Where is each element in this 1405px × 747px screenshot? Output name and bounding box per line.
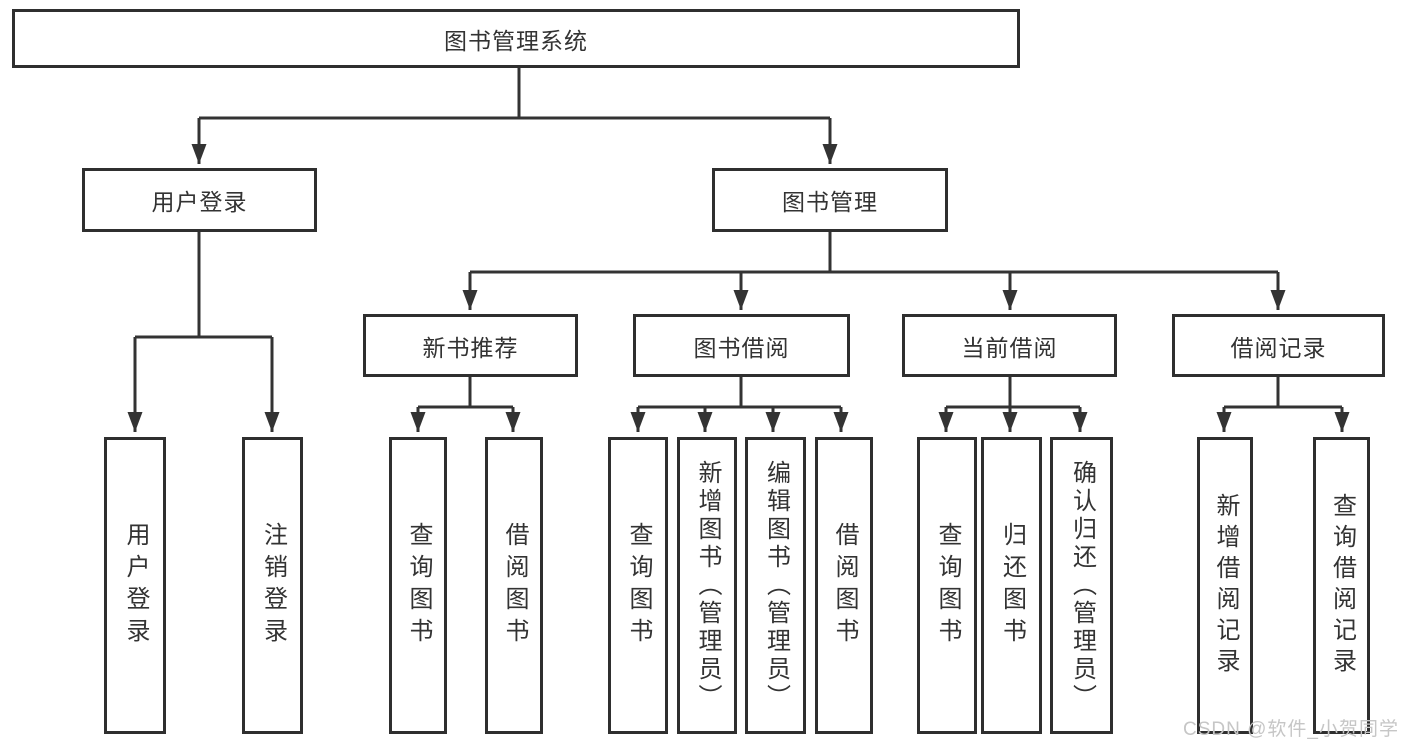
leaf-label: 查询图书 bbox=[405, 521, 432, 650]
leaf-return-books: 归还图书 bbox=[981, 437, 1042, 734]
leaf-user-login: 用户登录 bbox=[104, 437, 166, 734]
node-book-management: 图书管理 bbox=[712, 168, 948, 232]
leaf-label: 借阅图书 bbox=[501, 521, 528, 650]
leaf-query-books-newbook: 查询图书 bbox=[389, 437, 447, 734]
leaf-label: 查询图书 bbox=[934, 521, 961, 650]
node-label: 新书推荐 bbox=[422, 334, 519, 361]
leaf-label: 新增图书（管理员） bbox=[694, 459, 721, 712]
leaf-borrow-books-newbook: 借阅图书 bbox=[485, 437, 543, 734]
node-label: 图书借阅 bbox=[693, 334, 790, 361]
leaf-label: 查询图书 bbox=[625, 521, 652, 650]
node-label: 图书管理 bbox=[782, 189, 878, 215]
csdn-watermark: CSDN @软件_小贺同学 bbox=[1183, 719, 1399, 740]
node-label: 用户登录 bbox=[151, 189, 248, 215]
leaf-query-borrow-record: 查询借阅记录 bbox=[1313, 437, 1370, 734]
leaf-label: 用户登录 bbox=[122, 521, 149, 650]
leaf-label: 借阅图书 bbox=[831, 521, 858, 650]
node-root-library-system: 图书管理系统 bbox=[12, 9, 1020, 68]
node-borrowing-records: 借阅记录 bbox=[1172, 314, 1385, 377]
leaf-add-borrow-record: 新增借阅记录 bbox=[1197, 437, 1253, 734]
leaf-borrow-books: 借阅图书 bbox=[815, 437, 873, 734]
leaf-label: 查询借阅记录 bbox=[1328, 492, 1356, 679]
node-new-book-recommend: 新书推荐 bbox=[363, 314, 578, 377]
leaf-label: 编辑图书（管理员） bbox=[762, 459, 790, 712]
node-user-login: 用户登录 bbox=[82, 168, 317, 232]
node-label: 借阅记录 bbox=[1230, 334, 1327, 361]
leaf-logout: 注销登录 bbox=[242, 437, 303, 734]
leaf-label: 确认归还（管理员） bbox=[1068, 459, 1096, 712]
node-label: 图书管理系统 bbox=[444, 27, 588, 54]
leaf-edit-books-admin: 编辑图书（管理员） bbox=[745, 437, 806, 734]
node-current-borrowing: 当前借阅 bbox=[902, 314, 1117, 377]
leaf-add-books-admin: 新增图书（管理员） bbox=[677, 437, 737, 734]
leaf-query-books-current: 查询图书 bbox=[917, 437, 977, 734]
leaf-label: 新增借阅记录 bbox=[1212, 492, 1239, 679]
leaf-label: 归还图书 bbox=[998, 521, 1026, 650]
leaf-label: 注销登录 bbox=[259, 521, 287, 650]
node-label: 当前借阅 bbox=[961, 334, 1058, 361]
node-book-borrowing: 图书借阅 bbox=[633, 314, 850, 377]
leaf-confirm-return-admin: 确认归还（管理员） bbox=[1050, 437, 1113, 734]
leaf-query-books-borrow: 查询图书 bbox=[608, 437, 668, 734]
